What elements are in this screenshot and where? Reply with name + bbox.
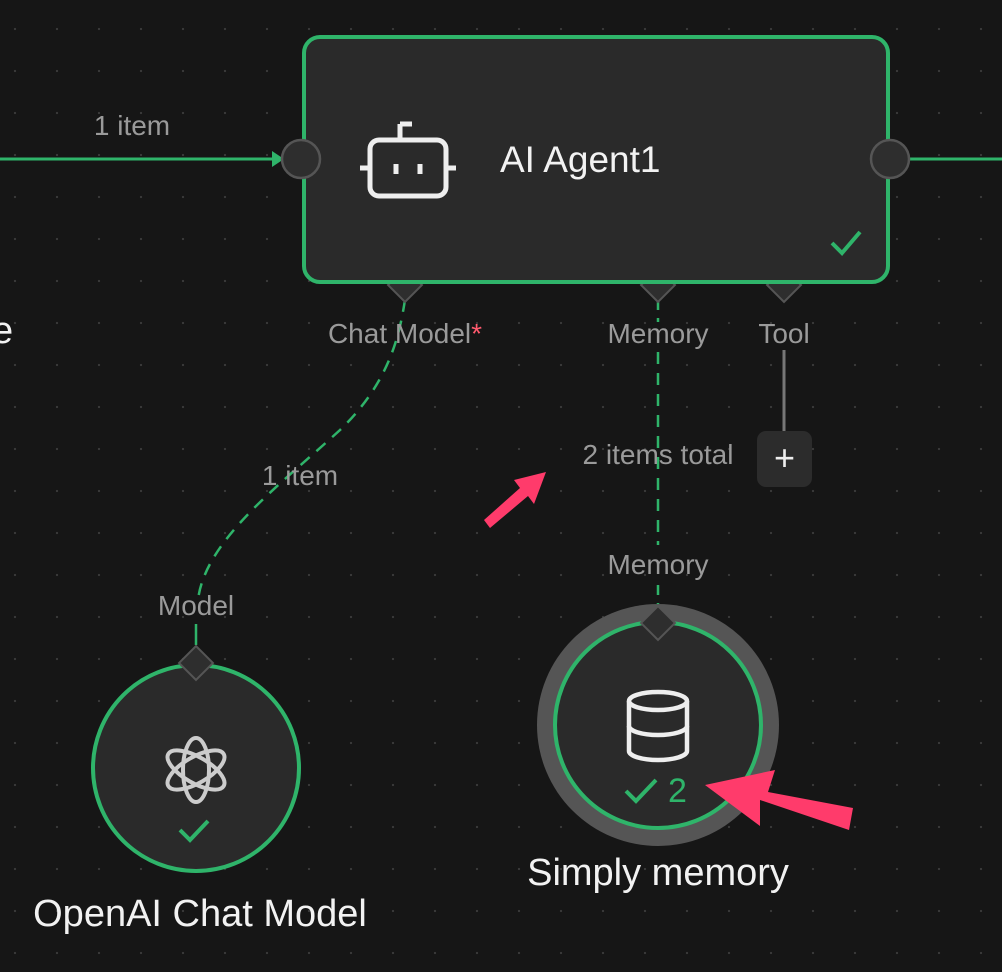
chat-model-item-count: 1 item [261, 460, 339, 491]
annotation-arrows [484, 472, 853, 830]
model-port-label: Model [157, 590, 235, 621]
memory-node-title-wrap: Simply memory [458, 852, 858, 895]
chat-model-connection [196, 299, 407, 601]
agent-node-title: AI Agent1 [500, 139, 661, 180]
chat-model-node-title-wrap: OpenAI Chat Model [0, 893, 400, 936]
agent-node-handles [280, 121, 911, 256]
database-icon [626, 689, 690, 763]
success-check-icon [830, 230, 862, 256]
annotation-arrow-large [705, 770, 853, 830]
partial-node-label: e [0, 310, 14, 352]
agent-input-handle [280, 138, 322, 180]
memory-run-count: 2 [668, 772, 687, 810]
port-label-text: Chat Model [327, 318, 472, 349]
main-connection-item-count: 1 item [93, 110, 171, 141]
chat-model-node-title: OpenAI Chat Model [33, 893, 367, 935]
memory-node-port-label: Memory [607, 549, 709, 580]
robot-icon [360, 121, 456, 199]
add-tool-button[interactable]: + [757, 431, 812, 487]
chat-model-node-icons [165, 736, 227, 843]
success-check-icon [624, 778, 658, 804]
memory-output-port [639, 604, 677, 642]
memory-port-label[interactable]: Memory [607, 318, 709, 349]
success-check-icon [178, 819, 210, 843]
openai-icon [165, 736, 227, 804]
required-marker: * [471, 318, 483, 349]
connection-arrowhead [272, 151, 284, 167]
annotation-arrow-small [484, 472, 546, 528]
memory-items-total: 2 items total [582, 439, 734, 470]
ai-agent-node[interactable] [302, 35, 890, 284]
agent-output-handle [869, 138, 911, 180]
chat-model-port-label[interactable]: Chat Model* [328, 318, 482, 350]
model-output-port [177, 644, 215, 682]
memory-node-title: Simply memory [527, 852, 789, 894]
tool-port-label[interactable]: Tool [758, 318, 810, 349]
